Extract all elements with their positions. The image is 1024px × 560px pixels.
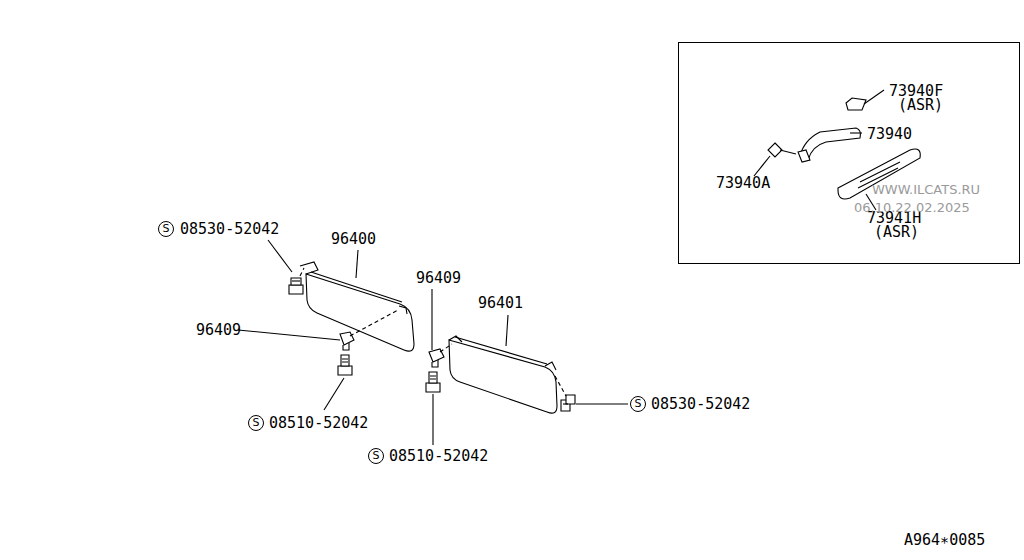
part-number: 08530-52042 <box>651 397 750 412</box>
standard-part-mark: S <box>630 396 646 412</box>
part-number: 08530-52042 <box>180 222 279 237</box>
sun-visor-right <box>449 336 557 413</box>
part-number: 08510-52042 <box>389 449 488 464</box>
inset-box: 73940F(ASR)7394073940A73941H(ASR) <box>678 42 1020 264</box>
callout-number: 73940 <box>867 127 912 142</box>
watermark: WWW.ILCATS.RU <box>872 183 980 196</box>
option-note: (ASR) <box>898 98 943 113</box>
watermark: 06.10.22.02.2025 <box>854 201 970 214</box>
callout-number: 96401 <box>478 296 523 311</box>
callout-number: 73940A <box>716 176 770 191</box>
standard-part-mark: S <box>368 448 384 464</box>
visor-clip <box>340 332 444 367</box>
callout-number: 96409 <box>196 323 241 338</box>
callout-number: 73940F <box>889 84 943 99</box>
diagram-code: A964∗0085 <box>904 533 985 548</box>
assembly-line <box>300 268 566 396</box>
part-number: 08510-52042 <box>269 416 368 431</box>
screw <box>289 278 575 411</box>
callout-number: 96409 <box>416 271 461 286</box>
leader-line <box>238 240 628 445</box>
standard-part-mark: S <box>248 415 264 431</box>
option-note: (ASR) <box>874 225 919 240</box>
callout-number: 96400 <box>331 232 376 247</box>
standard-part-mark: S <box>158 221 174 237</box>
